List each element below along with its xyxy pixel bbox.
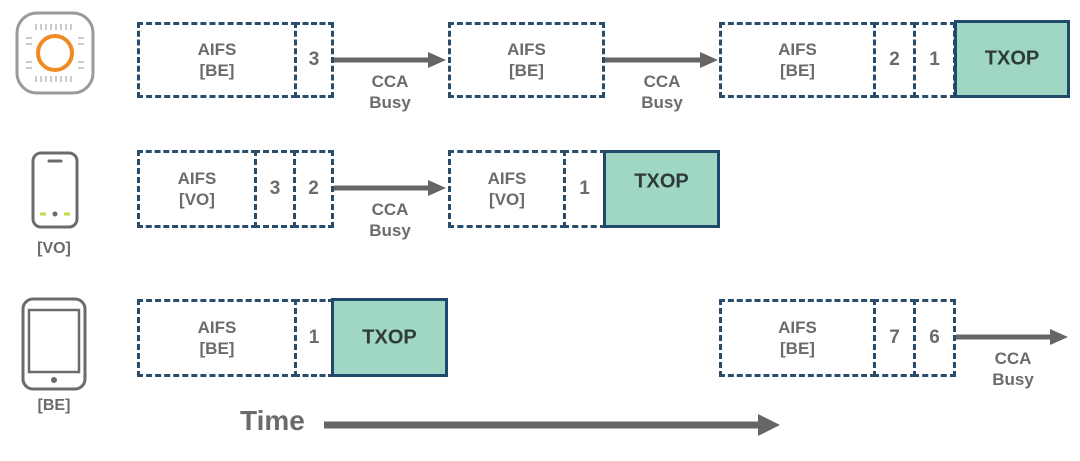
aifs-word: AIFS bbox=[177, 169, 217, 188]
aifs-word: AIFS bbox=[778, 318, 817, 337]
txop-label: TXOP bbox=[984, 47, 1040, 70]
aifs-box-row2-seg1: AIFS [VO] bbox=[137, 150, 257, 228]
backoff-slot-row3-seg2-b: 6 bbox=[913, 299, 956, 377]
aifs-word: AIFS bbox=[197, 318, 237, 337]
aifs-box-row1-seg1: AIFS [BE] bbox=[137, 22, 297, 98]
aifs-ac-label: [BE] bbox=[199, 339, 235, 358]
aifs-word: AIFS bbox=[778, 40, 817, 59]
cca-line2: Busy bbox=[369, 93, 411, 112]
aifs-ac-label: [BE] bbox=[780, 339, 815, 358]
aifs-ac-label: [VO] bbox=[489, 190, 525, 209]
cca-line1: CCA bbox=[371, 72, 409, 91]
slot-number: 3 bbox=[269, 178, 281, 199]
backoff-slot-row1-seg1: 3 bbox=[294, 22, 334, 98]
slot-number: 7 bbox=[889, 327, 900, 348]
tablet-device-label: [BE] bbox=[37, 397, 71, 414]
aifs-box-row3-seg1: AIFS [BE] bbox=[137, 299, 297, 377]
backoff-slot-row2-seg1-a: 3 bbox=[254, 150, 296, 228]
backoff-slot-row3-seg1: 1 bbox=[294, 299, 334, 377]
access-point-icon bbox=[15, 11, 95, 95]
txop-block-row2: TXOP bbox=[603, 150, 720, 228]
cca-busy-label-row2: CCA Busy bbox=[350, 199, 430, 241]
cca-busy-label-row1-b: CCA Busy bbox=[622, 71, 702, 113]
slot-number: 2 bbox=[889, 49, 900, 70]
txop-label: TXOP bbox=[362, 326, 417, 348]
txop-block-row3: TXOP bbox=[331, 298, 448, 377]
cca-arrow-row1-b bbox=[604, 52, 718, 68]
time-arrow bbox=[324, 414, 780, 436]
backoff-slot-row1-seg3-a: 2 bbox=[873, 22, 916, 98]
aifs-box-row1-seg3: AIFS [BE] bbox=[719, 22, 876, 98]
phone-icon bbox=[31, 151, 79, 229]
aifs-ac-label: [BE] bbox=[780, 61, 815, 80]
backoff-slot-row2-seg1-b: 2 bbox=[293, 150, 334, 228]
aifs-ac-label: [BE] bbox=[199, 61, 235, 80]
time-axis-label: Time bbox=[240, 405, 305, 436]
backoff-slot-row2-seg2: 1 bbox=[563, 150, 606, 228]
slot-number: 6 bbox=[929, 327, 940, 348]
cca-line2: Busy bbox=[992, 370, 1034, 389]
slot-number: 1 bbox=[579, 178, 590, 199]
cca-line2: Busy bbox=[641, 93, 683, 112]
aifs-word: AIFS bbox=[197, 40, 237, 59]
slot-number: 2 bbox=[308, 178, 319, 199]
aifs-word: AIFS bbox=[487, 169, 527, 188]
cca-arrow-row2 bbox=[333, 180, 446, 196]
aifs-box-row3-seg2: AIFS [BE] bbox=[719, 299, 876, 377]
tablet-icon bbox=[21, 297, 87, 391]
aifs-ac-label: [BE] bbox=[509, 61, 544, 80]
cca-busy-label-row3: CCA Busy bbox=[973, 348, 1053, 390]
aifs-box-row2-seg2: AIFS [VO] bbox=[448, 150, 566, 228]
cca-line1: CCA bbox=[643, 72, 681, 91]
txop-label: TXOP bbox=[634, 170, 689, 193]
txop-block-row1: TXOP bbox=[954, 20, 1070, 98]
aifs-word: AIFS bbox=[507, 40, 546, 59]
slot-number: 1 bbox=[929, 49, 940, 70]
phone-device-label: [VO] bbox=[37, 240, 71, 257]
cca-line2: Busy bbox=[369, 221, 411, 240]
aifs-ac-label: [VO] bbox=[179, 190, 215, 209]
cca-busy-label-row1-a: CCA Busy bbox=[350, 71, 430, 113]
backoff-slot-row3-seg2-a: 7 bbox=[873, 299, 916, 377]
aifs-box-row1-seg2: AIFS [BE] bbox=[448, 22, 605, 98]
cca-arrow-row3 bbox=[955, 329, 1068, 345]
cca-line1: CCA bbox=[371, 200, 409, 219]
slot-number: 3 bbox=[308, 49, 320, 70]
cca-arrow-row1-a bbox=[333, 52, 446, 68]
backoff-slot-row1-seg3-b: 1 bbox=[913, 22, 956, 98]
slot-number: 1 bbox=[308, 327, 320, 348]
cca-line1: CCA bbox=[994, 349, 1032, 368]
